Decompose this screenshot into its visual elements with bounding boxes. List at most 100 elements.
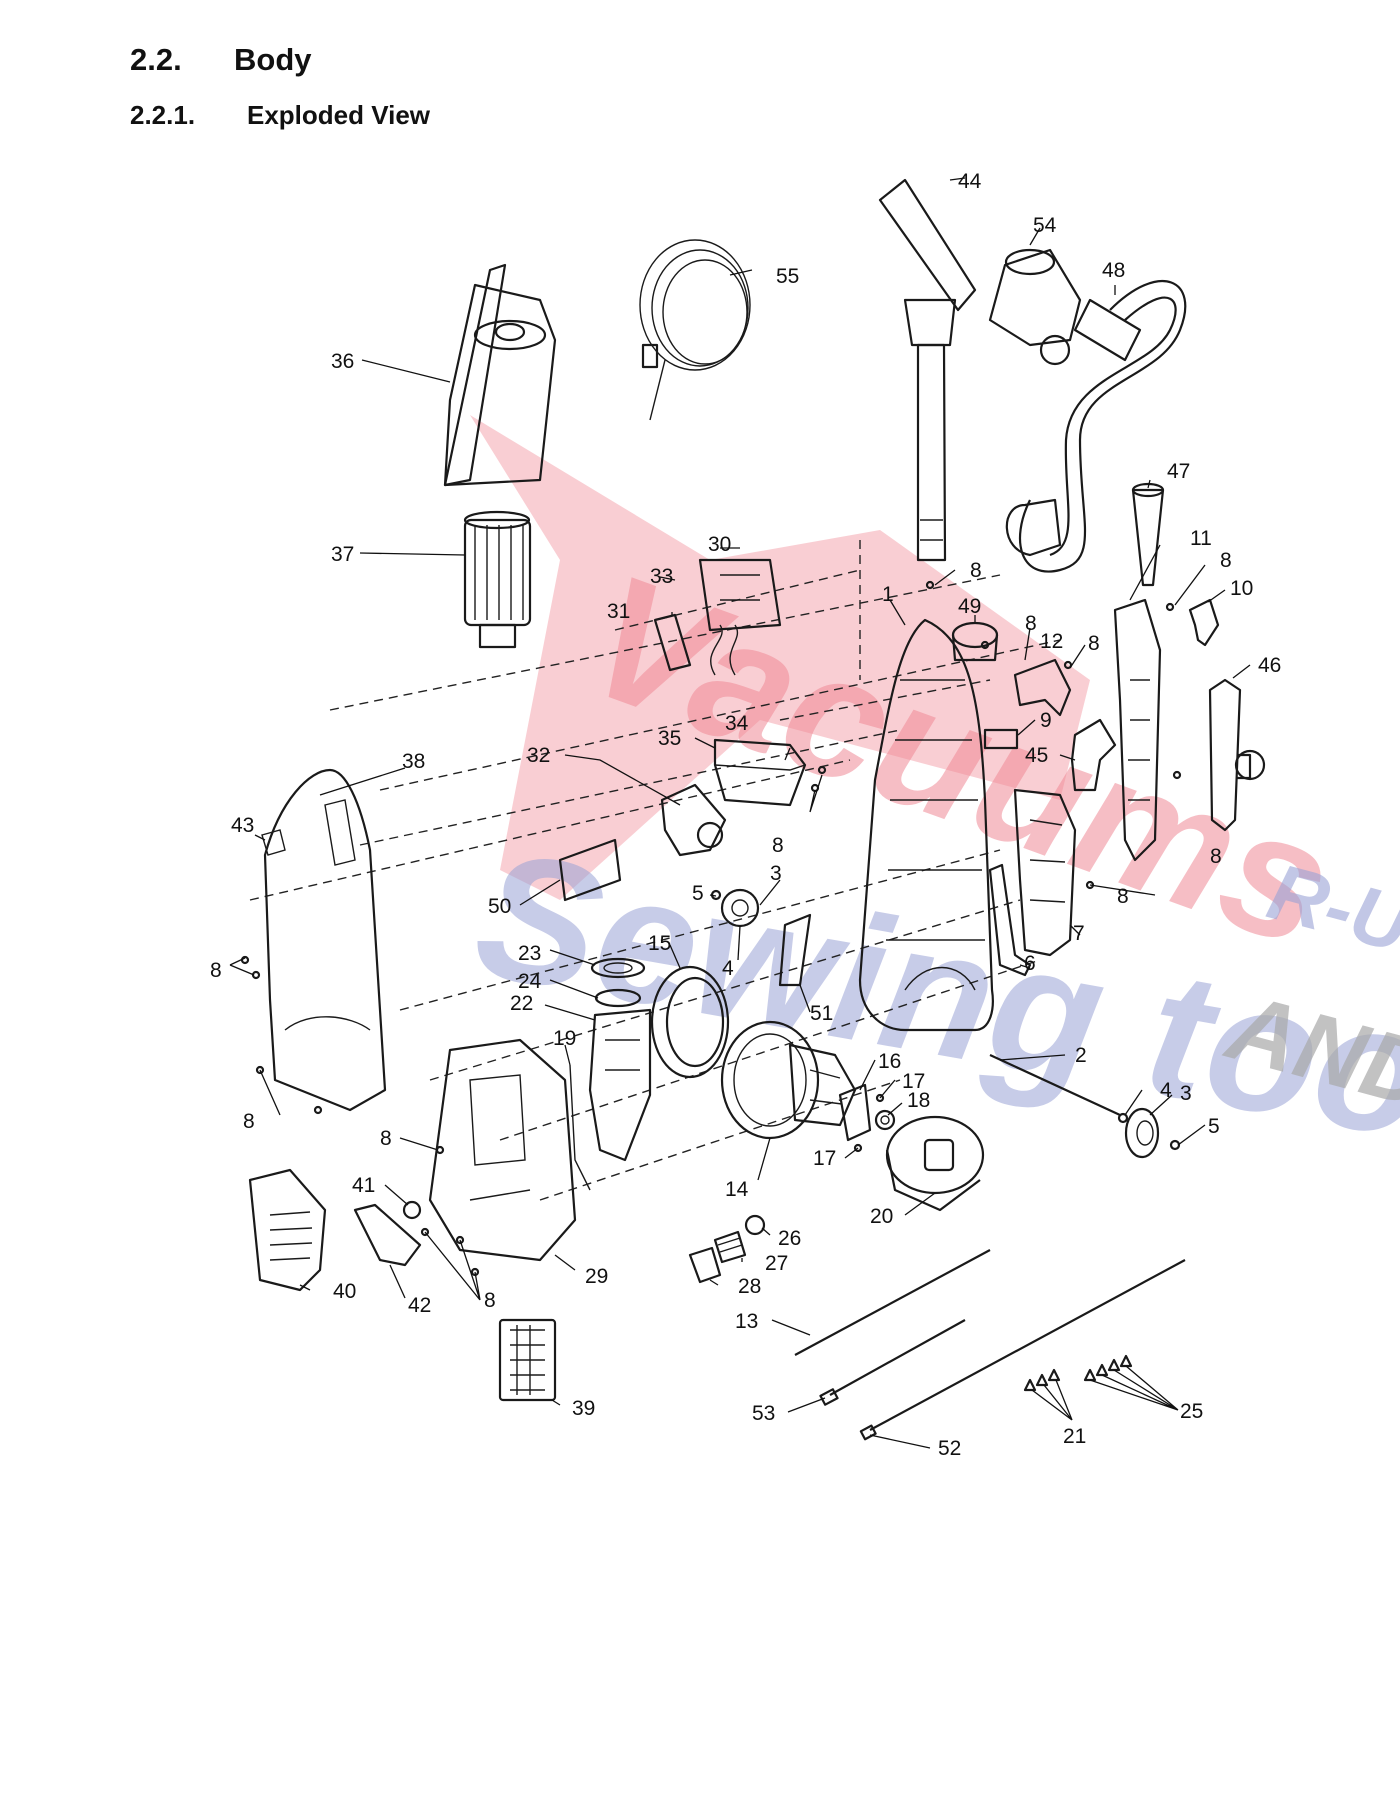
part-29-base — [428, 1038, 577, 1262]
part-2-axle — [989, 1054, 1129, 1124]
callout-50: 50 — [488, 895, 511, 918]
callout-8i: 8 — [243, 1110, 255, 1133]
part-23-24-gasket — [590, 957, 646, 1008]
part-32-motor-bracket — [660, 783, 727, 857]
part-1-body — [858, 618, 994, 1032]
callout-22: 22 — [510, 992, 533, 1015]
callout-52: 52 — [938, 1437, 961, 1460]
part-12-elbow — [1013, 658, 1072, 717]
callout-23: 23 — [518, 942, 541, 965]
callout-25: 25 — [1180, 1400, 1203, 1423]
part-10-latch — [1188, 598, 1220, 647]
part-16-18-plate — [838, 1083, 896, 1142]
part-46-floor-tool — [1208, 678, 1266, 832]
part-19-wire — [569, 1064, 591, 1191]
callout-45: 45 — [1025, 744, 1048, 767]
callout-49: 49 — [958, 595, 981, 618]
part-6-strip — [988, 863, 1032, 977]
callout-13: 13 — [735, 1310, 758, 1333]
part-41-knob — [402, 1200, 422, 1220]
callout-35: 35 — [658, 727, 681, 750]
callout-17a: 17 — [902, 1070, 925, 1093]
part-45-elbow — [1070, 718, 1117, 792]
part-43-clip — [261, 829, 286, 856]
callout-5b: 5 — [1208, 1115, 1220, 1138]
callout-5a: 5 — [692, 882, 704, 905]
callout-3a: 3 — [770, 862, 782, 885]
part-55-cord — [639, 239, 751, 421]
callout-53: 53 — [752, 1402, 775, 1425]
callout-3b: 3 — [1180, 1082, 1192, 1105]
section-title: Body — [234, 42, 312, 77]
callout-44: 44 — [958, 170, 982, 193]
callout-27: 27 — [765, 1252, 788, 1275]
part-13-rod — [794, 1249, 991, 1356]
callout-51: 51 — [810, 1002, 833, 1025]
part-48-hose — [1005, 280, 1187, 573]
section-heading: 2.2.Body — [130, 42, 312, 78]
leader-lines — [229, 177, 1251, 1449]
part-38-shell — [263, 768, 387, 1112]
callout-8f: 8 — [772, 834, 784, 857]
callout-48: 48 — [1102, 259, 1125, 282]
part-44-handle — [878, 178, 977, 562]
callout-41: 41 — [352, 1174, 375, 1197]
part-22-housing — [588, 1008, 652, 1162]
callout-36: 36 — [331, 350, 354, 373]
callout-34: 34 — [725, 712, 749, 735]
callout-31: 31 — [607, 600, 630, 623]
callout-39: 39 — [572, 1397, 595, 1420]
callout-labels: 44 54 55 48 36 47 37 30 11 8 8 10 33 31 … — [210, 170, 1281, 1460]
callout-8j: 8 — [380, 1127, 392, 1150]
callout-8c: 8 — [1025, 612, 1037, 635]
part-7-cover — [1013, 788, 1077, 957]
part-49-ring — [951, 621, 999, 662]
callout-42: 42 — [408, 1294, 431, 1317]
callout-12: 12 — [1040, 630, 1063, 653]
part-39-hepa-filter — [498, 1318, 557, 1402]
part-40-cover — [248, 1168, 327, 1292]
part-35-box — [713, 738, 807, 807]
callout-20: 20 — [870, 1205, 893, 1228]
callout-8b: 8 — [1220, 549, 1232, 572]
subsection-number: 2.2.1. — [130, 100, 196, 130]
callout-4a: 4 — [722, 957, 734, 980]
watermark-red-v — [470, 415, 1090, 900]
callout-30: 30 — [708, 533, 731, 556]
watermark: Vacuums Sewing too R-US AND — [463, 415, 1400, 1177]
callout-10: 10 — [1230, 577, 1253, 600]
callout-9: 9 — [1040, 709, 1052, 732]
callout-54: 54 — [1033, 214, 1057, 237]
callout-19: 19 — [553, 1027, 576, 1050]
callout-11: 11 — [1190, 527, 1212, 550]
part-47-crevice-tool — [1131, 482, 1165, 587]
subsection-heading: 2.2.1. Exploded View — [130, 100, 430, 131]
part-30-33-31-bracket — [653, 558, 782, 676]
callout-26: 26 — [778, 1227, 801, 1250]
callout-46: 46 — [1258, 654, 1281, 677]
callout-7: 7 — [1073, 922, 1085, 945]
subsection-title: Exploded View — [247, 100, 431, 130]
part-42-trim — [353, 1203, 422, 1267]
callout-24: 24 — [518, 970, 542, 993]
callout-8d: 8 — [1088, 632, 1100, 655]
callout-2: 2 — [1075, 1044, 1087, 1067]
callout-18: 18 — [907, 1089, 930, 1112]
callout-28: 28 — [738, 1275, 761, 1298]
callout-8k: 8 — [484, 1289, 496, 1312]
callout-55: 55 — [776, 265, 799, 288]
callout-4b: 4 — [1160, 1079, 1172, 1102]
callout-33: 33 — [650, 565, 673, 588]
part-11-handle-rail — [1113, 598, 1162, 862]
callout-47: 47 — [1167, 460, 1190, 483]
callout-32: 32 — [527, 744, 550, 767]
callout-40: 40 — [333, 1280, 356, 1303]
part-50-filter-pad — [558, 838, 622, 902]
part-9-clip — [983, 728, 1019, 750]
callout-17b: 17 — [813, 1147, 836, 1170]
part-36-dust-cup — [443, 263, 557, 487]
callout-8g: 8 — [1117, 885, 1129, 908]
part-20-cap — [885, 1115, 985, 1212]
callout-14: 14 — [725, 1178, 749, 1201]
